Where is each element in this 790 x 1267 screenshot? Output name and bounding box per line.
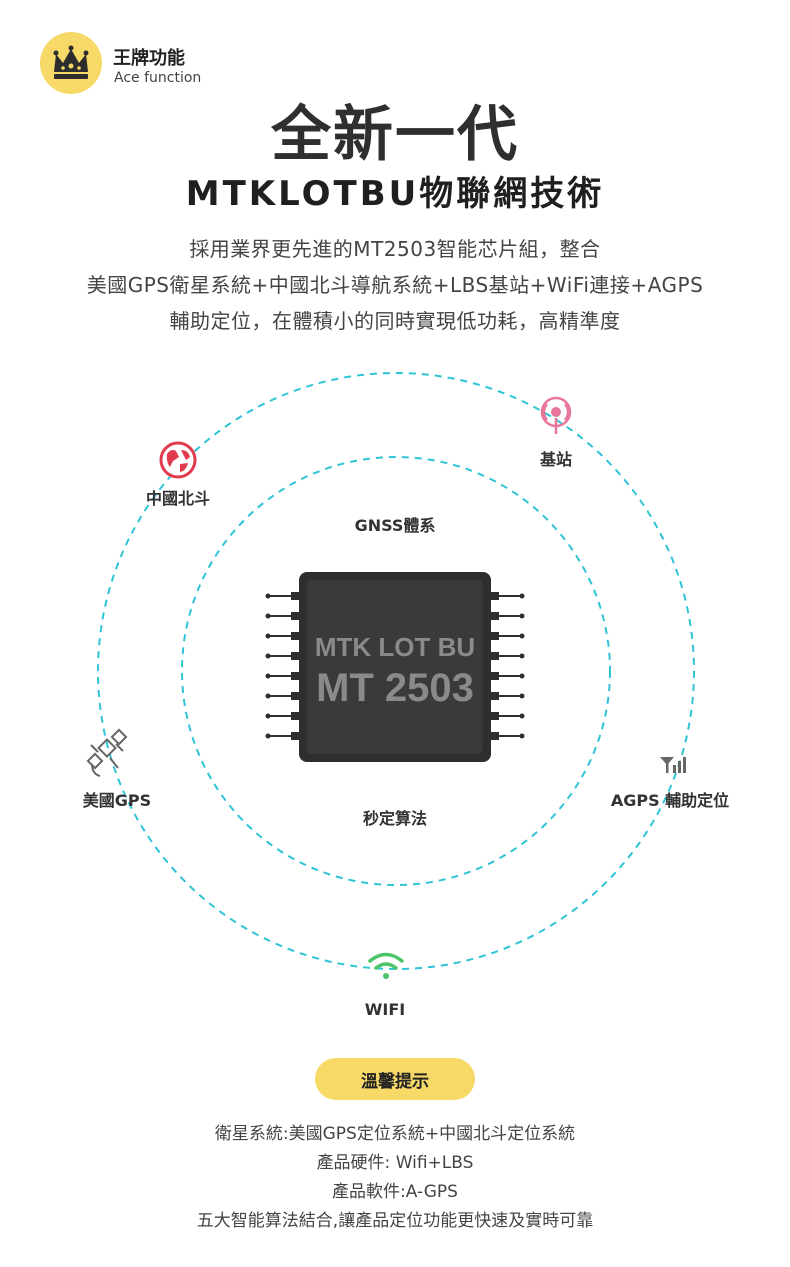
positioning-diagram: MTK LOT BU MT 2503 GNSS體系 秒定算法 中國北斗 基站 美… xyxy=(83,372,729,1019)
base-station-label: 基站 xyxy=(539,450,572,469)
intro-paragraph: 採用業界更先進的MT2503智能芯片組，整合 美國GPS衛星系統+中國北斗導航系… xyxy=(0,231,790,339)
page-subtitle: MTKLOTBU物聯網技術 xyxy=(185,174,605,214)
globe-icon xyxy=(159,441,197,479)
intro-line: 美國GPS衛星系統+中國北斗導航系統+LBS基站+WiFi連接+AGPS xyxy=(86,273,704,297)
tip-line: 產品軟件:A-GPS xyxy=(332,1182,458,1202)
satellite-icon xyxy=(86,728,128,777)
wifi-icon xyxy=(368,952,404,979)
tip-line: 五大智能算法結合,讓產品定位功能更快速及實時可靠 xyxy=(196,1211,594,1231)
wifi-label: WIFI xyxy=(365,1000,405,1019)
gnss-label: GNSS體系 xyxy=(355,516,436,535)
crown-badge xyxy=(40,32,102,94)
signal-bars-icon xyxy=(660,757,686,773)
crown-icon xyxy=(53,45,89,79)
chip-model-label: MT 2503 xyxy=(316,666,474,710)
chip-brand-label: MTK LOT BU xyxy=(315,632,475,662)
outer-ring xyxy=(97,372,695,970)
agps-label: AGPS 輔助定位 xyxy=(611,791,729,810)
badge-subtitle: Ace function xyxy=(114,70,202,86)
intro-line: 採用業界更先進的MT2503智能芯片組，整合 xyxy=(189,237,601,261)
tip-line: 產品硬件: Wifi+LBS xyxy=(316,1153,474,1173)
tip-badge: 溫馨提示 xyxy=(315,1058,475,1100)
badge-title: 王牌功能 xyxy=(113,48,185,69)
gps-label: 美國GPS xyxy=(83,791,151,810)
tip-line: 衛星系統:美國GPS定位系統+中國北斗定位系統 xyxy=(214,1124,576,1144)
intro-line: 輔助定位，在體積小的同時實現低功耗，高精準度 xyxy=(169,309,621,333)
antenna-icon xyxy=(540,396,572,434)
beidou-label: 中國北斗 xyxy=(146,489,210,508)
tip-notes: 衛星系統:美國GPS定位系統+中國北斗定位系統 產品硬件: Wifi+LBS 產… xyxy=(0,1120,790,1236)
inner-ring xyxy=(181,456,611,886)
quick-fix-label: 秒定算法 xyxy=(363,809,427,828)
page-title: 全新一代 xyxy=(271,100,519,170)
